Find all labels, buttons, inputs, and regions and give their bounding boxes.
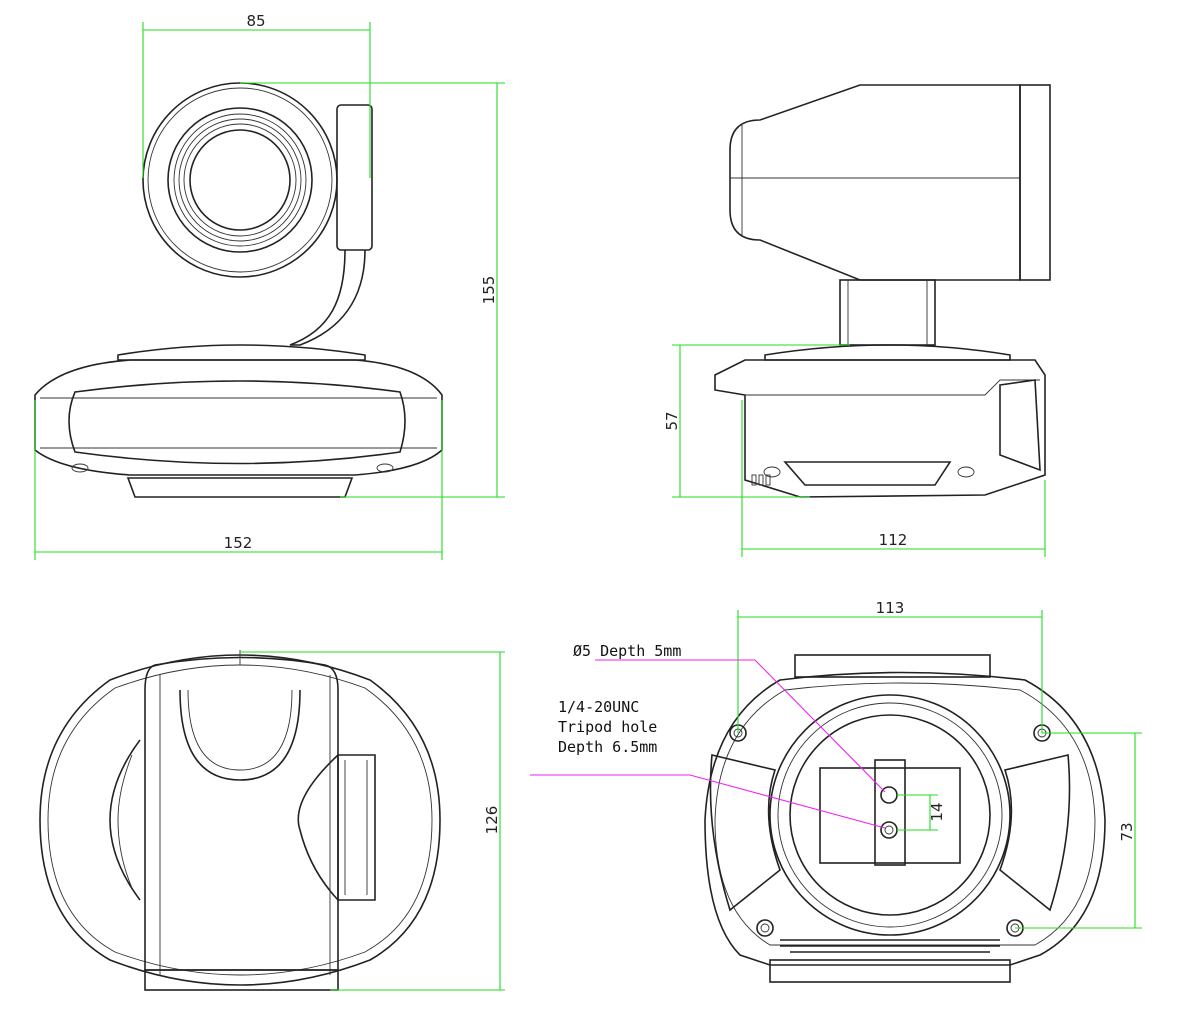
note-tripod-2: Tripod hole	[558, 718, 657, 736]
dim-14: 14	[928, 802, 946, 821]
top-view	[39, 650, 441, 991]
dim-73: 73	[1118, 822, 1136, 841]
dim-152: 152	[224, 534, 253, 552]
note-tripod-1: 1/4-20UNC	[558, 698, 639, 716]
note-hole: Ø5 Depth 5mm	[573, 642, 681, 660]
dim-85: 85	[246, 12, 265, 30]
dim-126: 126	[483, 806, 501, 835]
dim-113: 113	[876, 599, 905, 617]
dim-112: 112	[879, 531, 908, 549]
bottom-dimensions: 113 73 14	[737, 599, 1142, 929]
dim-57: 57	[663, 411, 681, 430]
side-dimensions: 57 112	[663, 344, 1046, 557]
front-dimensions: 85 155 152	[34, 12, 505, 560]
note-tripod-3: Depth 6.5mm	[558, 738, 657, 756]
front-view	[34, 82, 443, 498]
callouts: Ø5 Depth 5mm 1/4-20UNC Tripod hole Depth…	[530, 642, 886, 829]
bottom-view	[704, 654, 1106, 983]
top-dimensions: 126	[240, 651, 505, 991]
dim-155: 155	[480, 276, 498, 305]
side-view	[714, 84, 1051, 498]
